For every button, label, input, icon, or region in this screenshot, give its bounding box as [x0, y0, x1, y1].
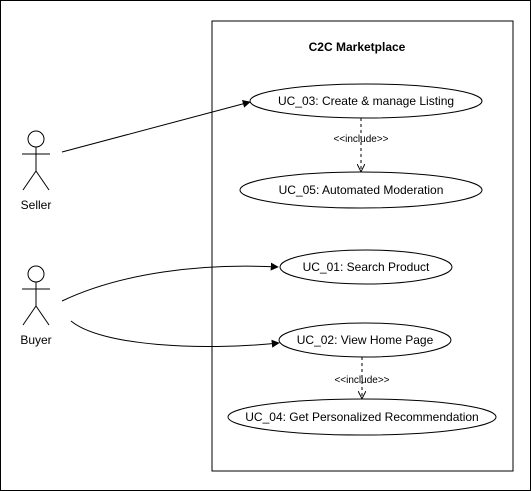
include-label-2: <<include>>	[334, 375, 389, 386]
use-case-uc02[interactable]: UC_02: View Home Page	[278, 322, 452, 358]
uc01-ellipse	[279, 249, 453, 285]
uc04-ellipse	[227, 398, 497, 436]
uc01-label: UC_01: Search Product	[303, 260, 430, 274]
uc05-label: UC_05: Automated Moderation	[279, 183, 444, 197]
use-case-uc01[interactable]: UC_01: Search Product	[279, 249, 453, 285]
actor-seller[interactable]: Seller	[21, 130, 52, 212]
use-case-uc05[interactable]: UC_05: Automated Moderation	[239, 171, 483, 209]
seller-leg-right	[35, 170, 50, 191]
uc05-ellipse	[239, 171, 483, 209]
seller-label: Seller	[21, 198, 52, 212]
uc03-label: UC_03: Create & manage Listing	[278, 94, 454, 108]
association-buyer-uc01	[61, 262, 279, 302]
buyer-label: Buyer	[20, 333, 51, 347]
use-case-uc04[interactable]: UC_04: Get Personalized Recommendation	[227, 398, 497, 436]
uc02-ellipse	[278, 322, 452, 358]
include-label-1: <<include>>	[333, 134, 388, 145]
buyer-leg-right	[35, 305, 50, 326]
uc04-label: UC_04: Get Personalized Recommendation	[245, 410, 478, 424]
buyer-head	[27, 265, 45, 283]
seller-head	[27, 130, 45, 148]
system-title: C2C Marketplace	[309, 40, 406, 54]
uc02-label: UC_02: View Home Page	[297, 333, 434, 347]
buyer-leg-left	[22, 305, 37, 326]
association-seller-uc03	[61, 99, 251, 153]
use-case-uc03[interactable]: UC_03: Create & manage Listing	[249, 83, 483, 119]
seller-leg-left	[22, 170, 37, 191]
uc03-ellipse	[249, 83, 483, 119]
association-buyer-uc02	[70, 320, 280, 348]
actor-buyer[interactable]: Buyer	[20, 265, 52, 347]
